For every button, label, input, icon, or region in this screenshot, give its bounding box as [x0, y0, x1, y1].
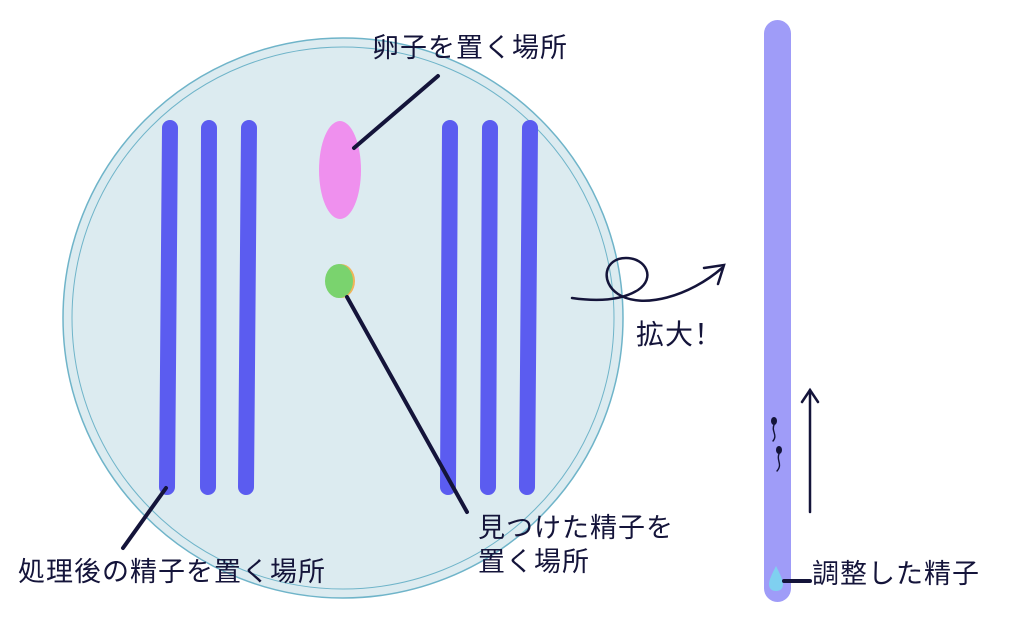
found-leader — [345, 295, 469, 514]
lane — [519, 120, 538, 495]
lane — [238, 120, 257, 495]
found-sperm-spot — [325, 264, 355, 298]
processed-sperm-place-label: 処理後の精子を置く場所 — [18, 557, 326, 588]
egg-place-label: 卵子を置く場所 — [372, 33, 568, 64]
egg-spot — [319, 121, 361, 219]
up-arrow-icon — [800, 387, 820, 514]
enlarge-label: 拡大！ — [636, 318, 724, 351]
tube — [764, 20, 791, 602]
lane — [200, 120, 217, 495]
adjusted-sperm-label: 調整した精子 — [812, 559, 980, 590]
droplet-icon — [769, 566, 783, 591]
sperm-icon — [776, 446, 782, 472]
processed-leader — [121, 486, 168, 550]
leader-lines — [121, 74, 469, 550]
sperm-icon — [771, 417, 777, 442]
lane — [480, 120, 498, 495]
right-sperm-lanes — [440, 120, 538, 495]
found-sperm-place-label: 見つけた精子を 置く場所 — [478, 513, 674, 578]
egg-leader — [352, 74, 440, 150]
curly-arrow-icon — [570, 256, 726, 302]
lane — [440, 120, 458, 495]
lane — [159, 120, 178, 495]
left-sperm-lanes — [159, 120, 257, 495]
